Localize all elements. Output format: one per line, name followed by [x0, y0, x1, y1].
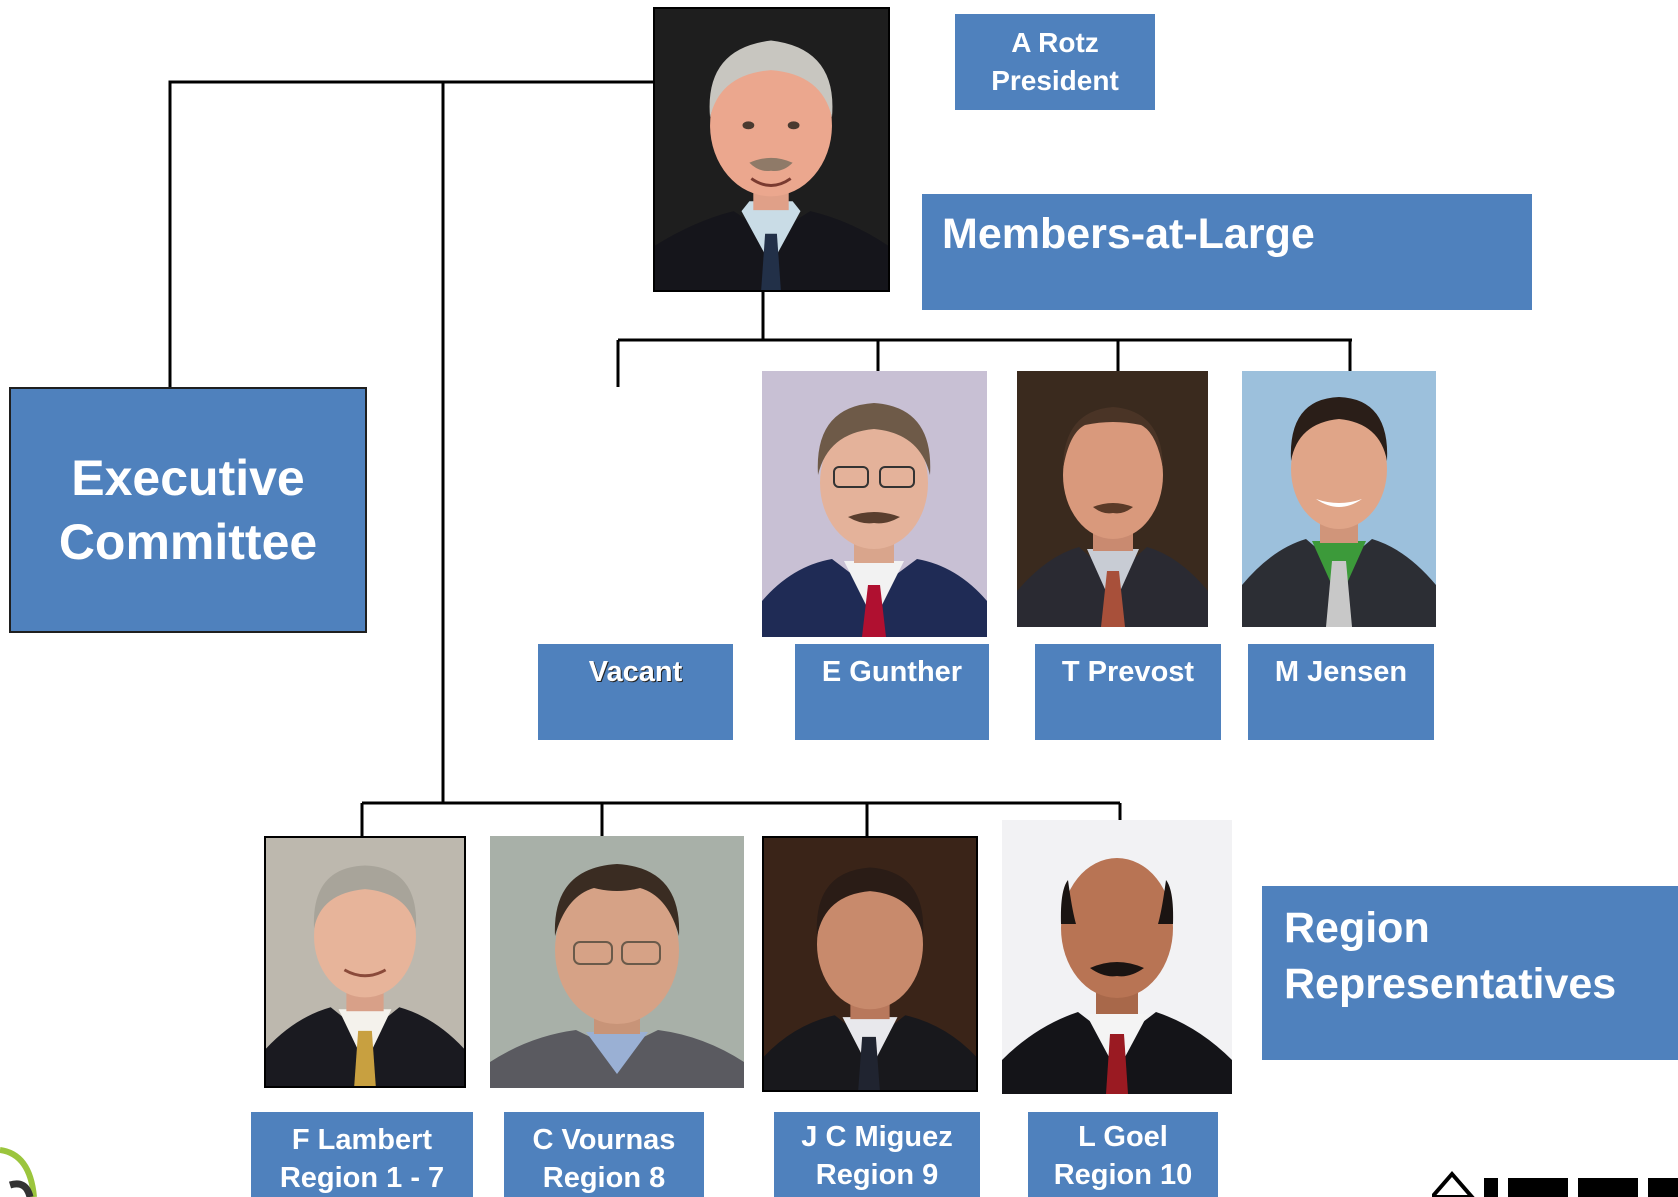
member-name: M Jensen — [1274, 656, 1408, 688]
region-heading-line2: Representatives — [1284, 960, 1617, 1008]
president-title: President — [991, 65, 1119, 96]
member-box-vacant: Vacant — [538, 644, 733, 740]
member-box-prevost: T Prevost — [1035, 644, 1221, 740]
executive-committee-line2: Committee — [58, 514, 318, 570]
region-photo-vournas — [490, 836, 744, 1088]
member-photo-jensen — [1242, 371, 1436, 627]
region-rep-region: Region 1 - 7 — [279, 1162, 445, 1194]
member-photo-prevost — [1017, 371, 1208, 627]
executive-committee-box: Executive Committee — [9, 387, 367, 633]
region-rep-region: Region 9 — [815, 1159, 939, 1191]
member-photo-gunther — [762, 371, 987, 637]
president-name: A Rotz — [1011, 27, 1099, 58]
region-heading-line1: Region — [1284, 904, 1430, 952]
member-name: Vacant — [588, 656, 683, 688]
member-name: E Gunther — [821, 656, 963, 688]
member-box-gunther: E Gunther — [795, 644, 989, 740]
region-box-lambert: F Lambert Region 1 - 7 — [251, 1112, 473, 1197]
region-photo-lambert — [264, 836, 466, 1088]
executive-committee-line1: Executive — [71, 450, 305, 506]
president-box: A Rotz President — [955, 14, 1155, 110]
region-box-vournas: C Vournas Region 8 — [504, 1112, 704, 1197]
region-rep-name: F Lambert — [291, 1124, 433, 1156]
bottom-right-logo — [1432, 1170, 1678, 1197]
region-box-miguez: J C Miguez Region 9 — [774, 1112, 980, 1197]
region-rep-name: L Goel — [1078, 1121, 1168, 1153]
members-at-large-heading-box: Members-at-Large — [922, 194, 1532, 310]
president-photo — [653, 7, 890, 292]
region-rep-region: Region 8 — [542, 1162, 666, 1194]
region-rep-name: J C Miguez — [801, 1121, 953, 1153]
region-photo-miguez — [762, 836, 978, 1092]
bottom-left-logo — [0, 1147, 37, 1197]
member-name: T Prevost — [1061, 656, 1195, 688]
region-rep-name: C Vournas — [532, 1124, 676, 1156]
region-rep-region: Region 10 — [1053, 1159, 1193, 1191]
members-at-large-heading: Members-at-Large — [942, 210, 1315, 258]
region-representatives-heading-box: Region Representatives — [1262, 886, 1678, 1060]
member-box-jensen: M Jensen — [1248, 644, 1434, 740]
region-photo-goel — [1002, 820, 1232, 1094]
region-box-goel: L Goel Region 10 — [1028, 1112, 1218, 1197]
